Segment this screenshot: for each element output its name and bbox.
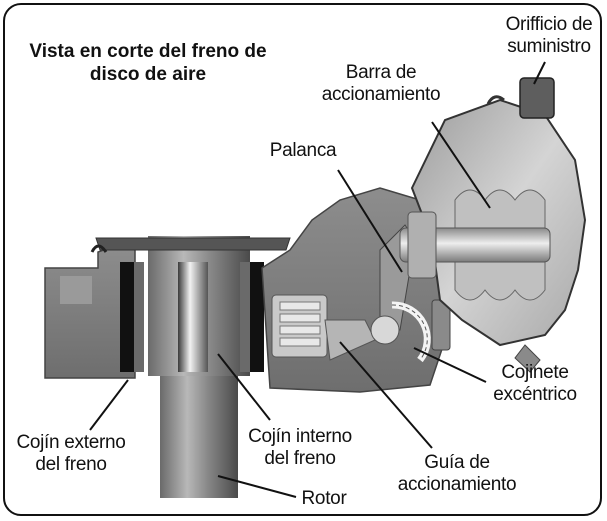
leader-inner-pad [217, 353, 271, 421]
label-actuating-rod-line2: accionamiento [321, 84, 441, 105]
label-actuating-guide-line1: Guía de [424, 452, 490, 473]
label-inner-pad: Cojín interno del freno [236, 426, 364, 470]
diagram-title: Vista en corte del freno de disco de air… [8, 40, 288, 86]
label-actuating-guide: Guía de accionamiento [392, 452, 522, 496]
label-eccentric-bearing-line1: Cojinete [501, 362, 569, 383]
label-actuating-rod: Barra de accionamiento [316, 62, 446, 106]
leader-rotor [217, 475, 297, 498]
brake-pads [120, 262, 264, 372]
leader-actuating-guide [339, 341, 433, 449]
label-eccentric-bearing-line2: excéntrico [493, 384, 577, 405]
leader-eccentric-bearing [413, 347, 487, 383]
leader-outer-pad [89, 379, 129, 431]
label-rotor: Rotor [301, 488, 347, 509]
label-outer-pad: Cojín externo del freno [6, 432, 136, 476]
label-outer-pad-line2: del freno [35, 454, 107, 475]
air-chamber [399, 77, 587, 373]
label-actuating-guide-line2: accionamiento [397, 474, 517, 495]
label-inner-pad-line2: del freno [264, 448, 336, 469]
diagram-title-line2: disco de aire [89, 64, 207, 85]
diagram-title-line1: Vista en corte del freno de [29, 41, 267, 62]
rotor-disc [148, 236, 250, 498]
label-supply-port-line2: suministro [507, 36, 591, 57]
label-supply-port: Orifficio de suministro [494, 14, 604, 58]
leader-lever [337, 169, 403, 273]
label-actuating-rod-line1: Barra de [345, 62, 417, 83]
leader-actuating-rod [431, 121, 491, 209]
label-supply-port-line1: Orifficio de [505, 14, 593, 35]
label-eccentric-bearing: Cojinete excéntrico [480, 362, 590, 406]
caliper-housing [44, 237, 291, 379]
leader-supply-port [533, 61, 546, 85]
label-outer-pad-line1: Cojín externo [16, 432, 126, 453]
label-inner-pad-line1: Cojín interno [248, 426, 352, 447]
leader-lines [89, 61, 546, 498]
label-lever: Palanca [269, 140, 337, 161]
